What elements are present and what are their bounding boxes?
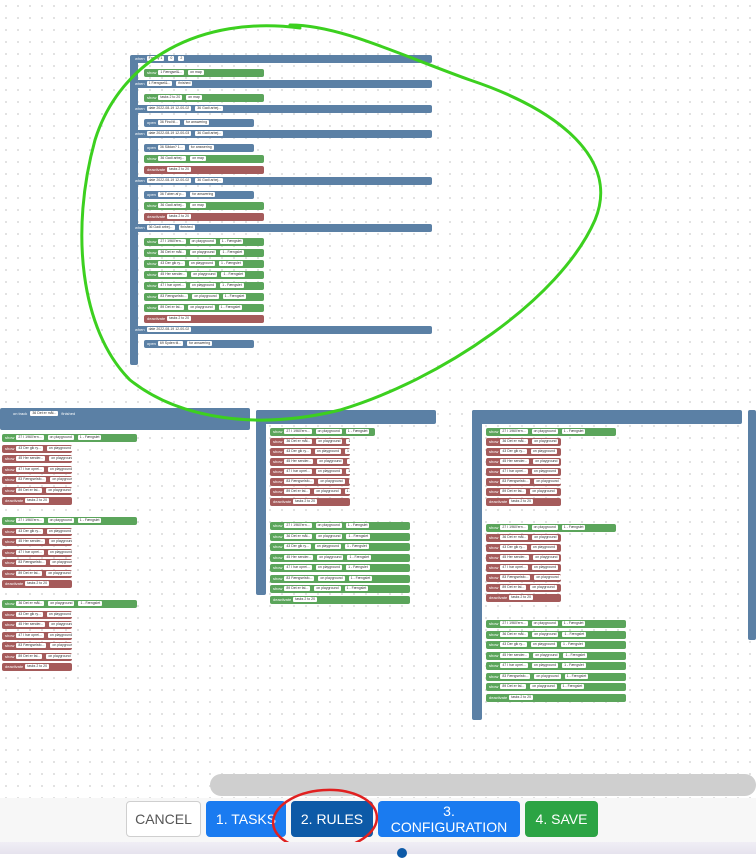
configuration-step-button[interactable]: 3. CONFIGURATION: [378, 801, 520, 837]
rules-step-button[interactable]: 2. RULES: [291, 801, 373, 837]
tasks-step-button[interactable]: 1. TASKS: [206, 801, 286, 837]
taskbar-strip: [0, 842, 756, 854]
taskbar-indicator: [397, 848, 407, 858]
save-button[interactable]: 4. SAVE: [525, 801, 598, 837]
annotation-circle: [0, 0, 756, 800]
horizontal-scrollbar[interactable]: [210, 774, 756, 796]
cancel-button[interactable]: CANCEL: [126, 801, 201, 837]
